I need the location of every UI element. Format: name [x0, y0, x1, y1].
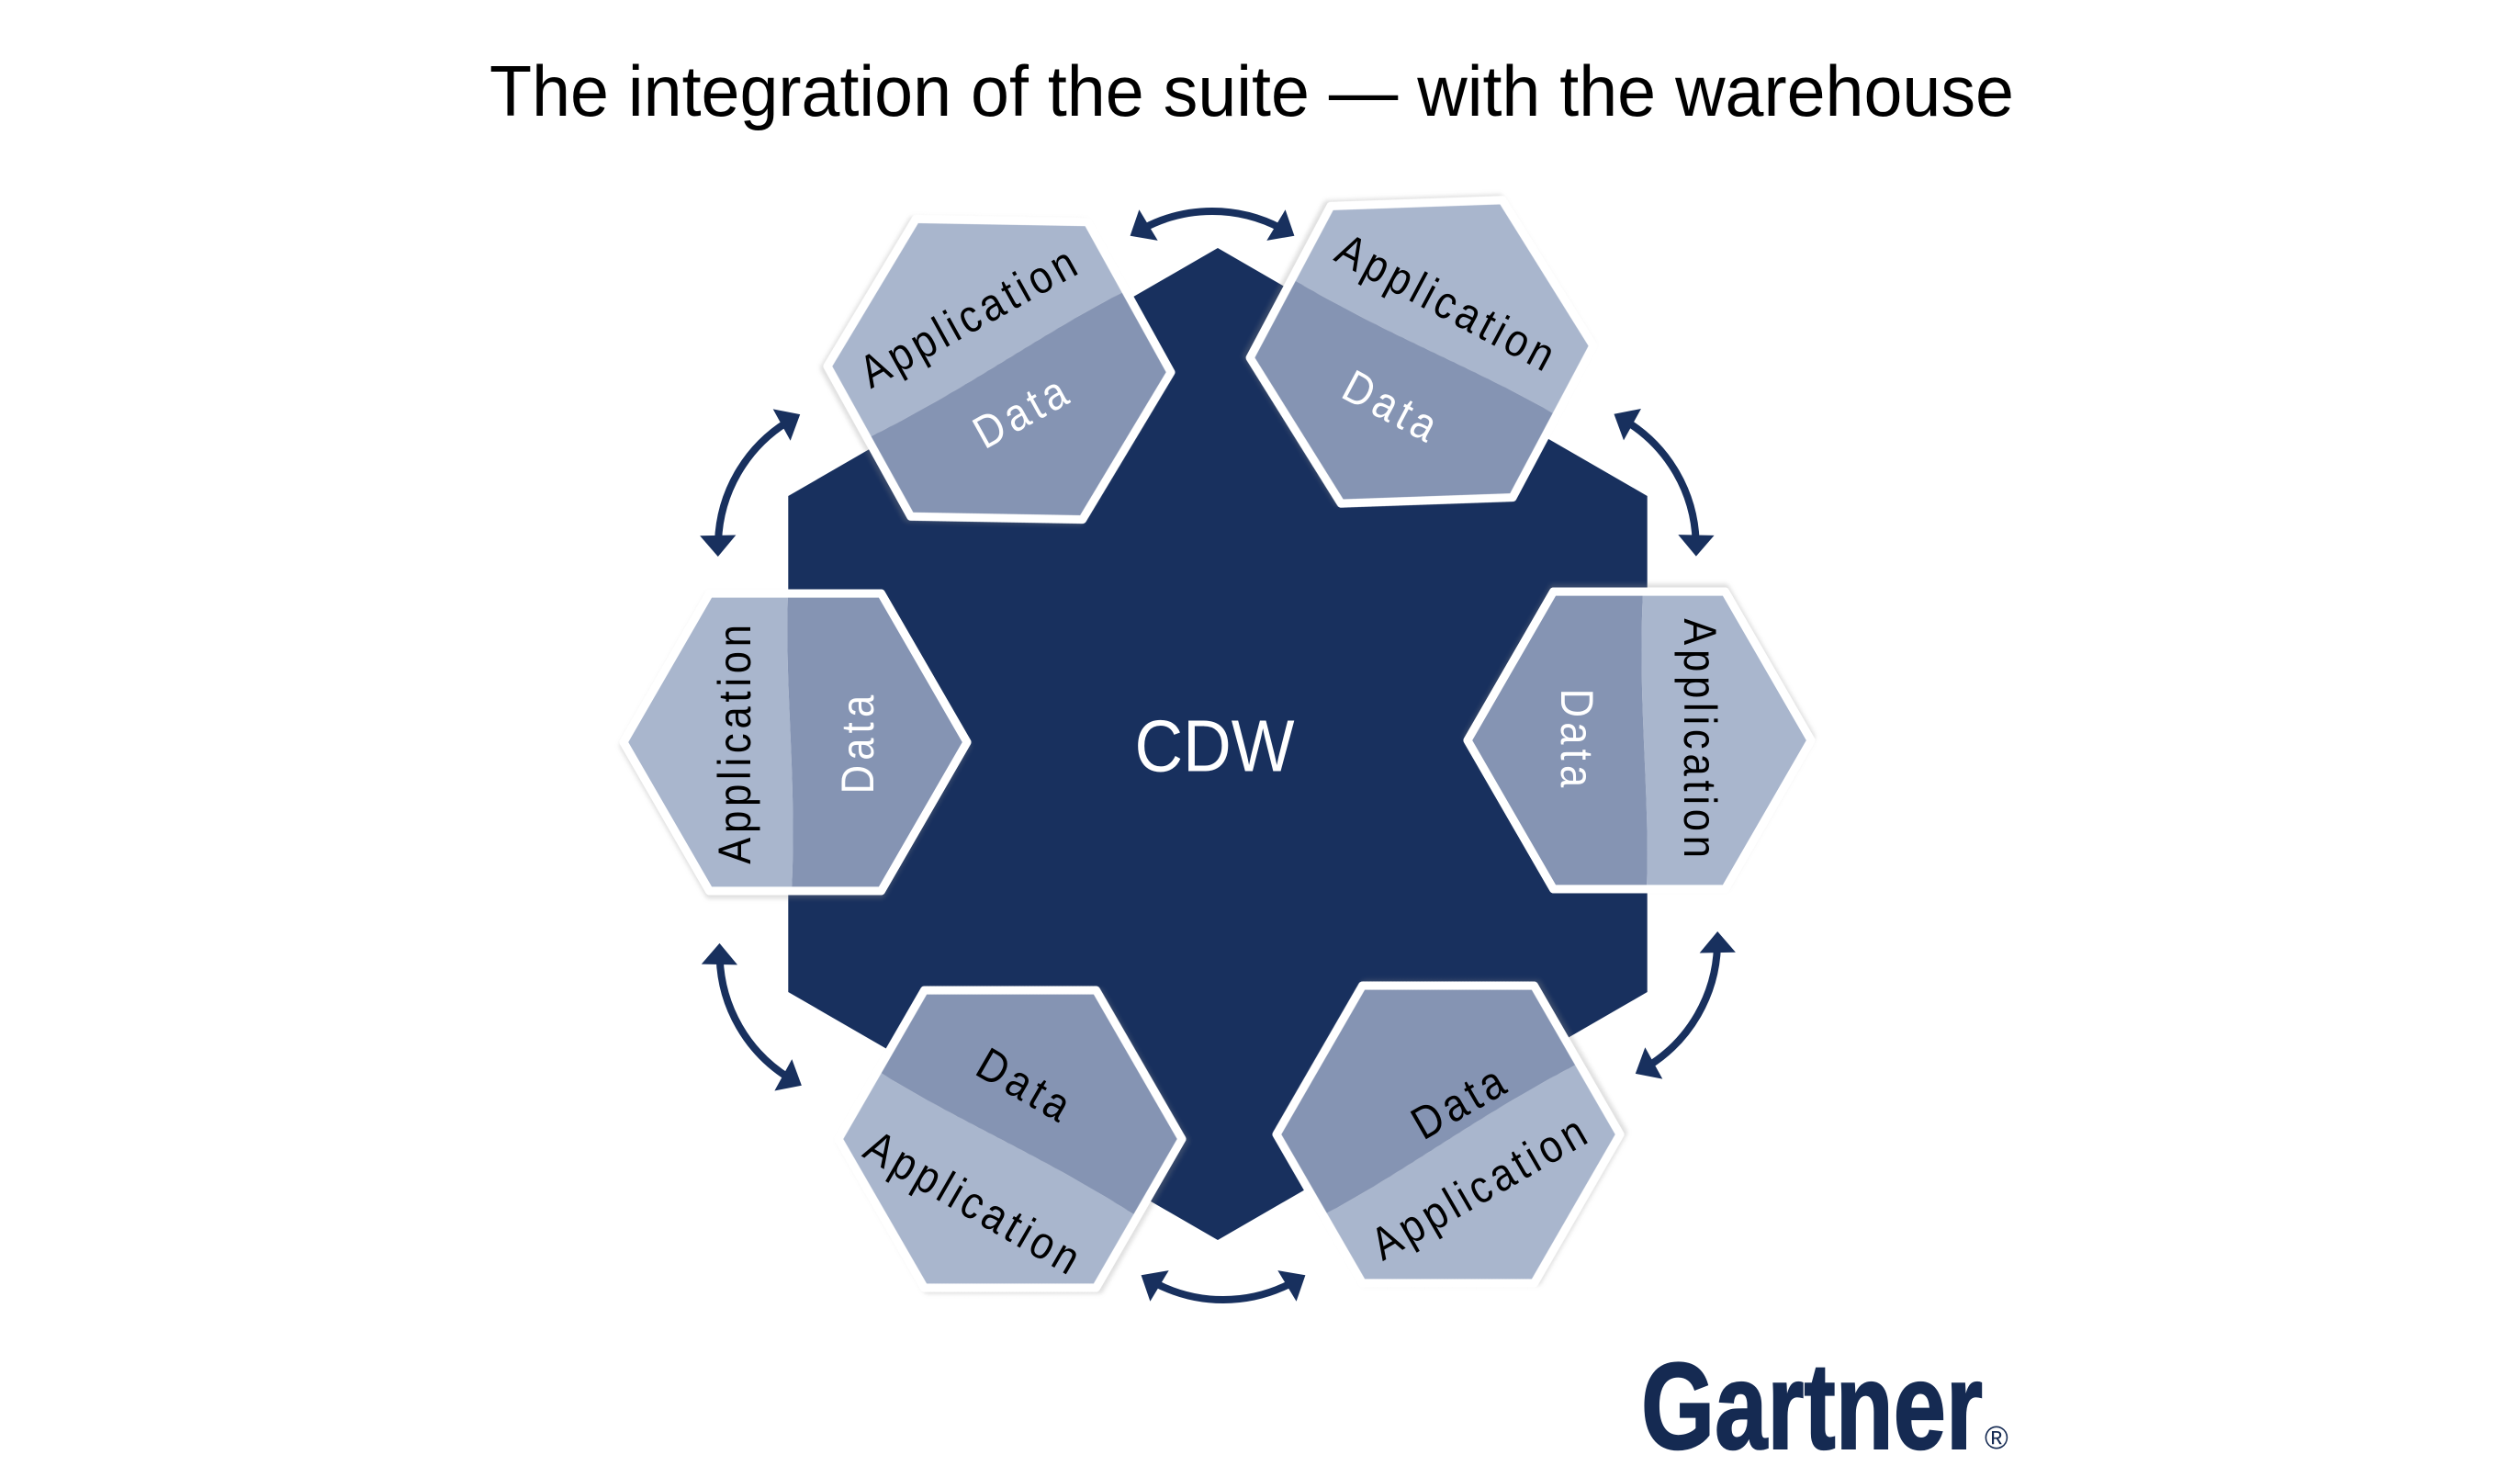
- svg-text:Application: Application: [709, 620, 759, 863]
- svg-text:Data: Data: [1551, 689, 1602, 793]
- svg-text:Gartner: Gartner: [1641, 1338, 1983, 1466]
- svg-text:Data: Data: [832, 691, 883, 795]
- svg-text:Application: Application: [1674, 618, 1725, 862]
- svg-text:®: ®: [1985, 1420, 2008, 1456]
- svg-text:CDW: CDW: [1135, 705, 1295, 786]
- svg-text:The integration of the suite —: The integration of the suite — with the …: [489, 51, 2014, 131]
